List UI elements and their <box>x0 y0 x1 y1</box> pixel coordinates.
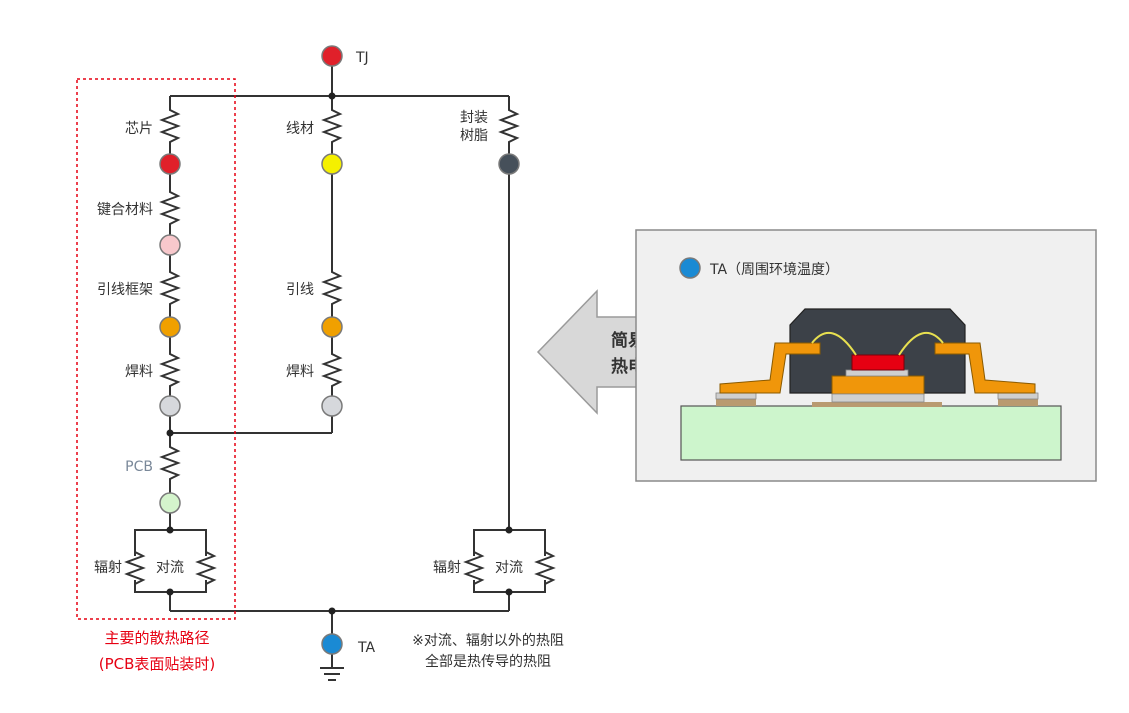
ambient-temp-label: TA（周围环境温度） <box>709 262 839 278</box>
left-solder-label: 焊料 <box>125 364 153 380</box>
right-lead <box>934 342 1036 394</box>
chip-node <box>159 153 181 175</box>
right-land-pad <box>998 399 1038 406</box>
leadframe-label: 引线框架 <box>97 282 153 298</box>
right-lead-solder <box>997 392 1039 400</box>
temperature-nodes <box>159 45 520 655</box>
main-path-dashed-box <box>76 78 236 620</box>
lead-label: 引线 <box>286 282 314 298</box>
resistor-left-convection <box>195 550 217 586</box>
wire-label: 线材 <box>286 121 314 137</box>
ta-label: TA <box>357 640 375 656</box>
resistor-bonding <box>159 190 181 228</box>
right-bond-wire <box>898 332 944 356</box>
junction-left-parallel-top <box>166 526 174 534</box>
left-radiation-label: 辐射 <box>94 560 122 576</box>
left-land-pad <box>716 399 756 406</box>
note-line1: ※对流、辐射以外的热阻 <box>412 633 564 649</box>
middle-solder-node <box>321 395 343 417</box>
circuit-labels: TJ TA 芯片 键合材料 引线框架 焊料 PCB 辐射 对流 线材 引线 焊料… <box>94 50 564 670</box>
resistor-left-radiation <box>124 550 146 586</box>
resistor-lead <box>321 270 343 308</box>
junction-left-parallel-bottom <box>166 588 174 596</box>
left-lead <box>719 342 821 394</box>
resin-label-line1: 封装 <box>460 110 488 126</box>
tj-label: TJ <box>355 50 369 66</box>
main-path-highlight: 主要的散热路径 (PCB表面贴装时) <box>76 78 236 673</box>
resistor-chip <box>159 108 181 146</box>
resistors <box>124 108 556 586</box>
package-body <box>789 308 966 394</box>
resin-node <box>498 153 520 175</box>
junction-rejoin <box>166 429 174 437</box>
lead-node <box>321 316 343 338</box>
resistor-left-solder <box>159 352 181 390</box>
ta-node <box>321 633 343 655</box>
resistor-right-convection <box>534 550 556 586</box>
die-attach <box>845 369 909 377</box>
left-convection-label: 对流 <box>156 560 184 576</box>
resistor-wire <box>321 108 343 146</box>
chip-label: 芯片 <box>125 121 153 137</box>
wire-node <box>321 153 343 175</box>
resistor-resin <box>498 108 520 146</box>
left-bond-wire <box>811 332 857 356</box>
tj-node <box>321 45 343 67</box>
left-solder-node <box>159 395 181 417</box>
left-parallel-top <box>134 529 207 556</box>
resistor-pcb <box>159 445 181 483</box>
right-convection-label: 对流 <box>495 560 523 576</box>
main-path-label-line1: 主要的散热路径 <box>104 629 209 647</box>
pcb-node <box>159 492 181 514</box>
right-parallel-top <box>473 529 546 556</box>
center-land-pad <box>812 402 942 407</box>
right-radiation-label: 辐射 <box>433 560 461 576</box>
ambient-temp-node <box>679 257 701 279</box>
die-pad <box>831 375 925 395</box>
junctions <box>166 92 513 615</box>
left-lead-solder <box>715 392 757 400</box>
resistor-middle-solder <box>321 352 343 390</box>
bonding-label: 键合材料 <box>97 202 153 218</box>
die-pad-solder <box>831 393 925 403</box>
note-line2: 全部是热传导的热阻 <box>425 653 551 670</box>
leadframe-node <box>159 316 181 338</box>
resistor-leadframe <box>159 270 181 308</box>
main-path-label-line2: (PCB表面贴装时) <box>99 655 216 673</box>
junction-bottom <box>328 607 336 615</box>
semiconductor-chip <box>851 354 905 371</box>
junction-right-parallel-bottom <box>505 588 513 596</box>
junction-right-parallel-top <box>505 526 513 534</box>
pcb-board <box>680 405 1062 461</box>
middle-solder-label: 焊料 <box>286 364 314 380</box>
junction-top <box>328 92 336 100</box>
package-cross-section-panel: TA（周围环境温度） <box>635 229 1097 482</box>
pcb-label: PCB <box>125 459 153 475</box>
resistor-right-radiation <box>463 550 485 586</box>
resin-label-line2: 树脂 <box>460 128 488 144</box>
bonding-node <box>159 234 181 256</box>
